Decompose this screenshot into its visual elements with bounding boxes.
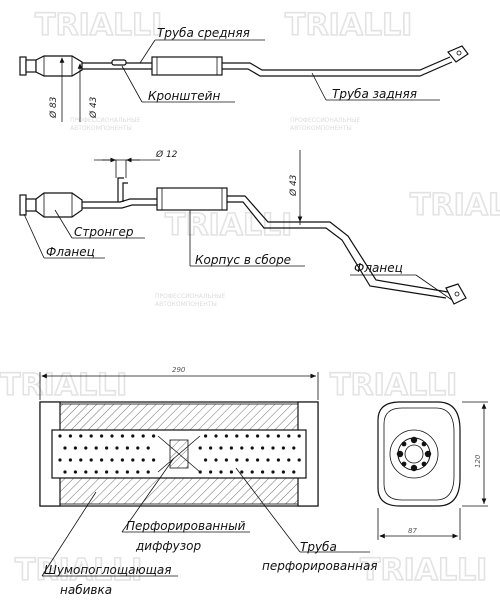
dim-d83-top: Ø 83 bbox=[48, 96, 59, 119]
dim-d12-side: Ø 12 bbox=[155, 149, 178, 160]
label-packing-1: Шумопоглощающая bbox=[44, 563, 171, 577]
dim-length-section: 290 bbox=[172, 366, 186, 374]
label-body: Корпус в сборе bbox=[195, 253, 291, 267]
label-bracket: Кронштейн bbox=[148, 89, 220, 103]
watermark-tagline: АВТОКОМПОНЕНТЫ bbox=[70, 125, 132, 132]
label-pipe-rear: Труба задняя bbox=[332, 87, 417, 101]
watermark-tagline: АВТОКОМПОНЕНТЫ bbox=[155, 301, 217, 308]
watermark-brand: TRIALLI bbox=[0, 368, 127, 403]
stronger-body-side bbox=[35, 192, 83, 218]
watermark-tagline: ПРОФЕССИОНАЛЬНЫЕ bbox=[70, 117, 140, 124]
flange-left-side bbox=[19, 194, 27, 216]
label-flange-left: Фланец bbox=[46, 245, 95, 259]
label-packing-2: набивка bbox=[60, 583, 112, 597]
stronger-body-top bbox=[35, 55, 83, 77]
watermark-tagline: АВТОКОМПОНЕНТЫ bbox=[290, 125, 352, 132]
label-pipe-middle: Труба средняя bbox=[157, 26, 250, 40]
label-perf-diffuser-2: диффузор bbox=[135, 539, 201, 553]
middle-muffler-top bbox=[151, 56, 223, 76]
watermark-brand: TRIALLI bbox=[285, 8, 412, 43]
label-perf-pipe-1: Труба bbox=[300, 540, 337, 554]
packing-top bbox=[41, 403, 317, 431]
label-stronger: Стронгер bbox=[74, 225, 134, 239]
label-flange-right: Фланец bbox=[354, 261, 403, 275]
watermark-brand: TRIALLI bbox=[330, 368, 457, 403]
watermark-brand: TRIALLI bbox=[35, 8, 162, 43]
top-view: Ø 83 Ø 43 Труба средняя Кронштейн Труба … bbox=[19, 26, 469, 122]
watermark-layer: TRIALLI TRIALLI ПРОФЕССИОНАЛЬНЫЕ АВТОКОМ… bbox=[0, 7, 500, 589]
dim-height-section: 120 bbox=[474, 454, 482, 468]
middle-muffler-side bbox=[156, 187, 228, 211]
watermark-tagline: ПРОФЕССИОНАЛЬНЫЕ bbox=[290, 117, 360, 124]
end-view-holes bbox=[396, 436, 432, 472]
watermark-brand: TRIALLI bbox=[360, 553, 487, 588]
packing-bottom bbox=[41, 477, 317, 505]
watermark-brand: TRIALLI bbox=[15, 553, 142, 588]
watermark-brand: TRIALLI bbox=[165, 208, 292, 243]
perforation-holes bbox=[58, 434, 301, 474]
dim-d43-side: Ø 43 bbox=[288, 174, 299, 197]
bracket-top bbox=[111, 59, 127, 66]
section-view: 290 120 87 Перфорированный ди bbox=[39, 366, 488, 597]
watermark-brand: TRIALLI bbox=[410, 188, 500, 223]
watermark-tagline: ПРОФЕССИОНАЛЬНЫЕ bbox=[155, 293, 225, 300]
side-view: Ø 12 Ø 43 Стронгер Фланец Корпус в сборе… bbox=[19, 149, 467, 305]
label-perf-diffuser-1: Перфорированный bbox=[126, 519, 246, 533]
dim-d43-top: Ø 43 bbox=[88, 96, 99, 119]
dim-width-section: 87 bbox=[408, 527, 417, 535]
label-perf-pipe-2: перфорированная bbox=[262, 559, 378, 573]
flange-left-top bbox=[19, 56, 27, 76]
